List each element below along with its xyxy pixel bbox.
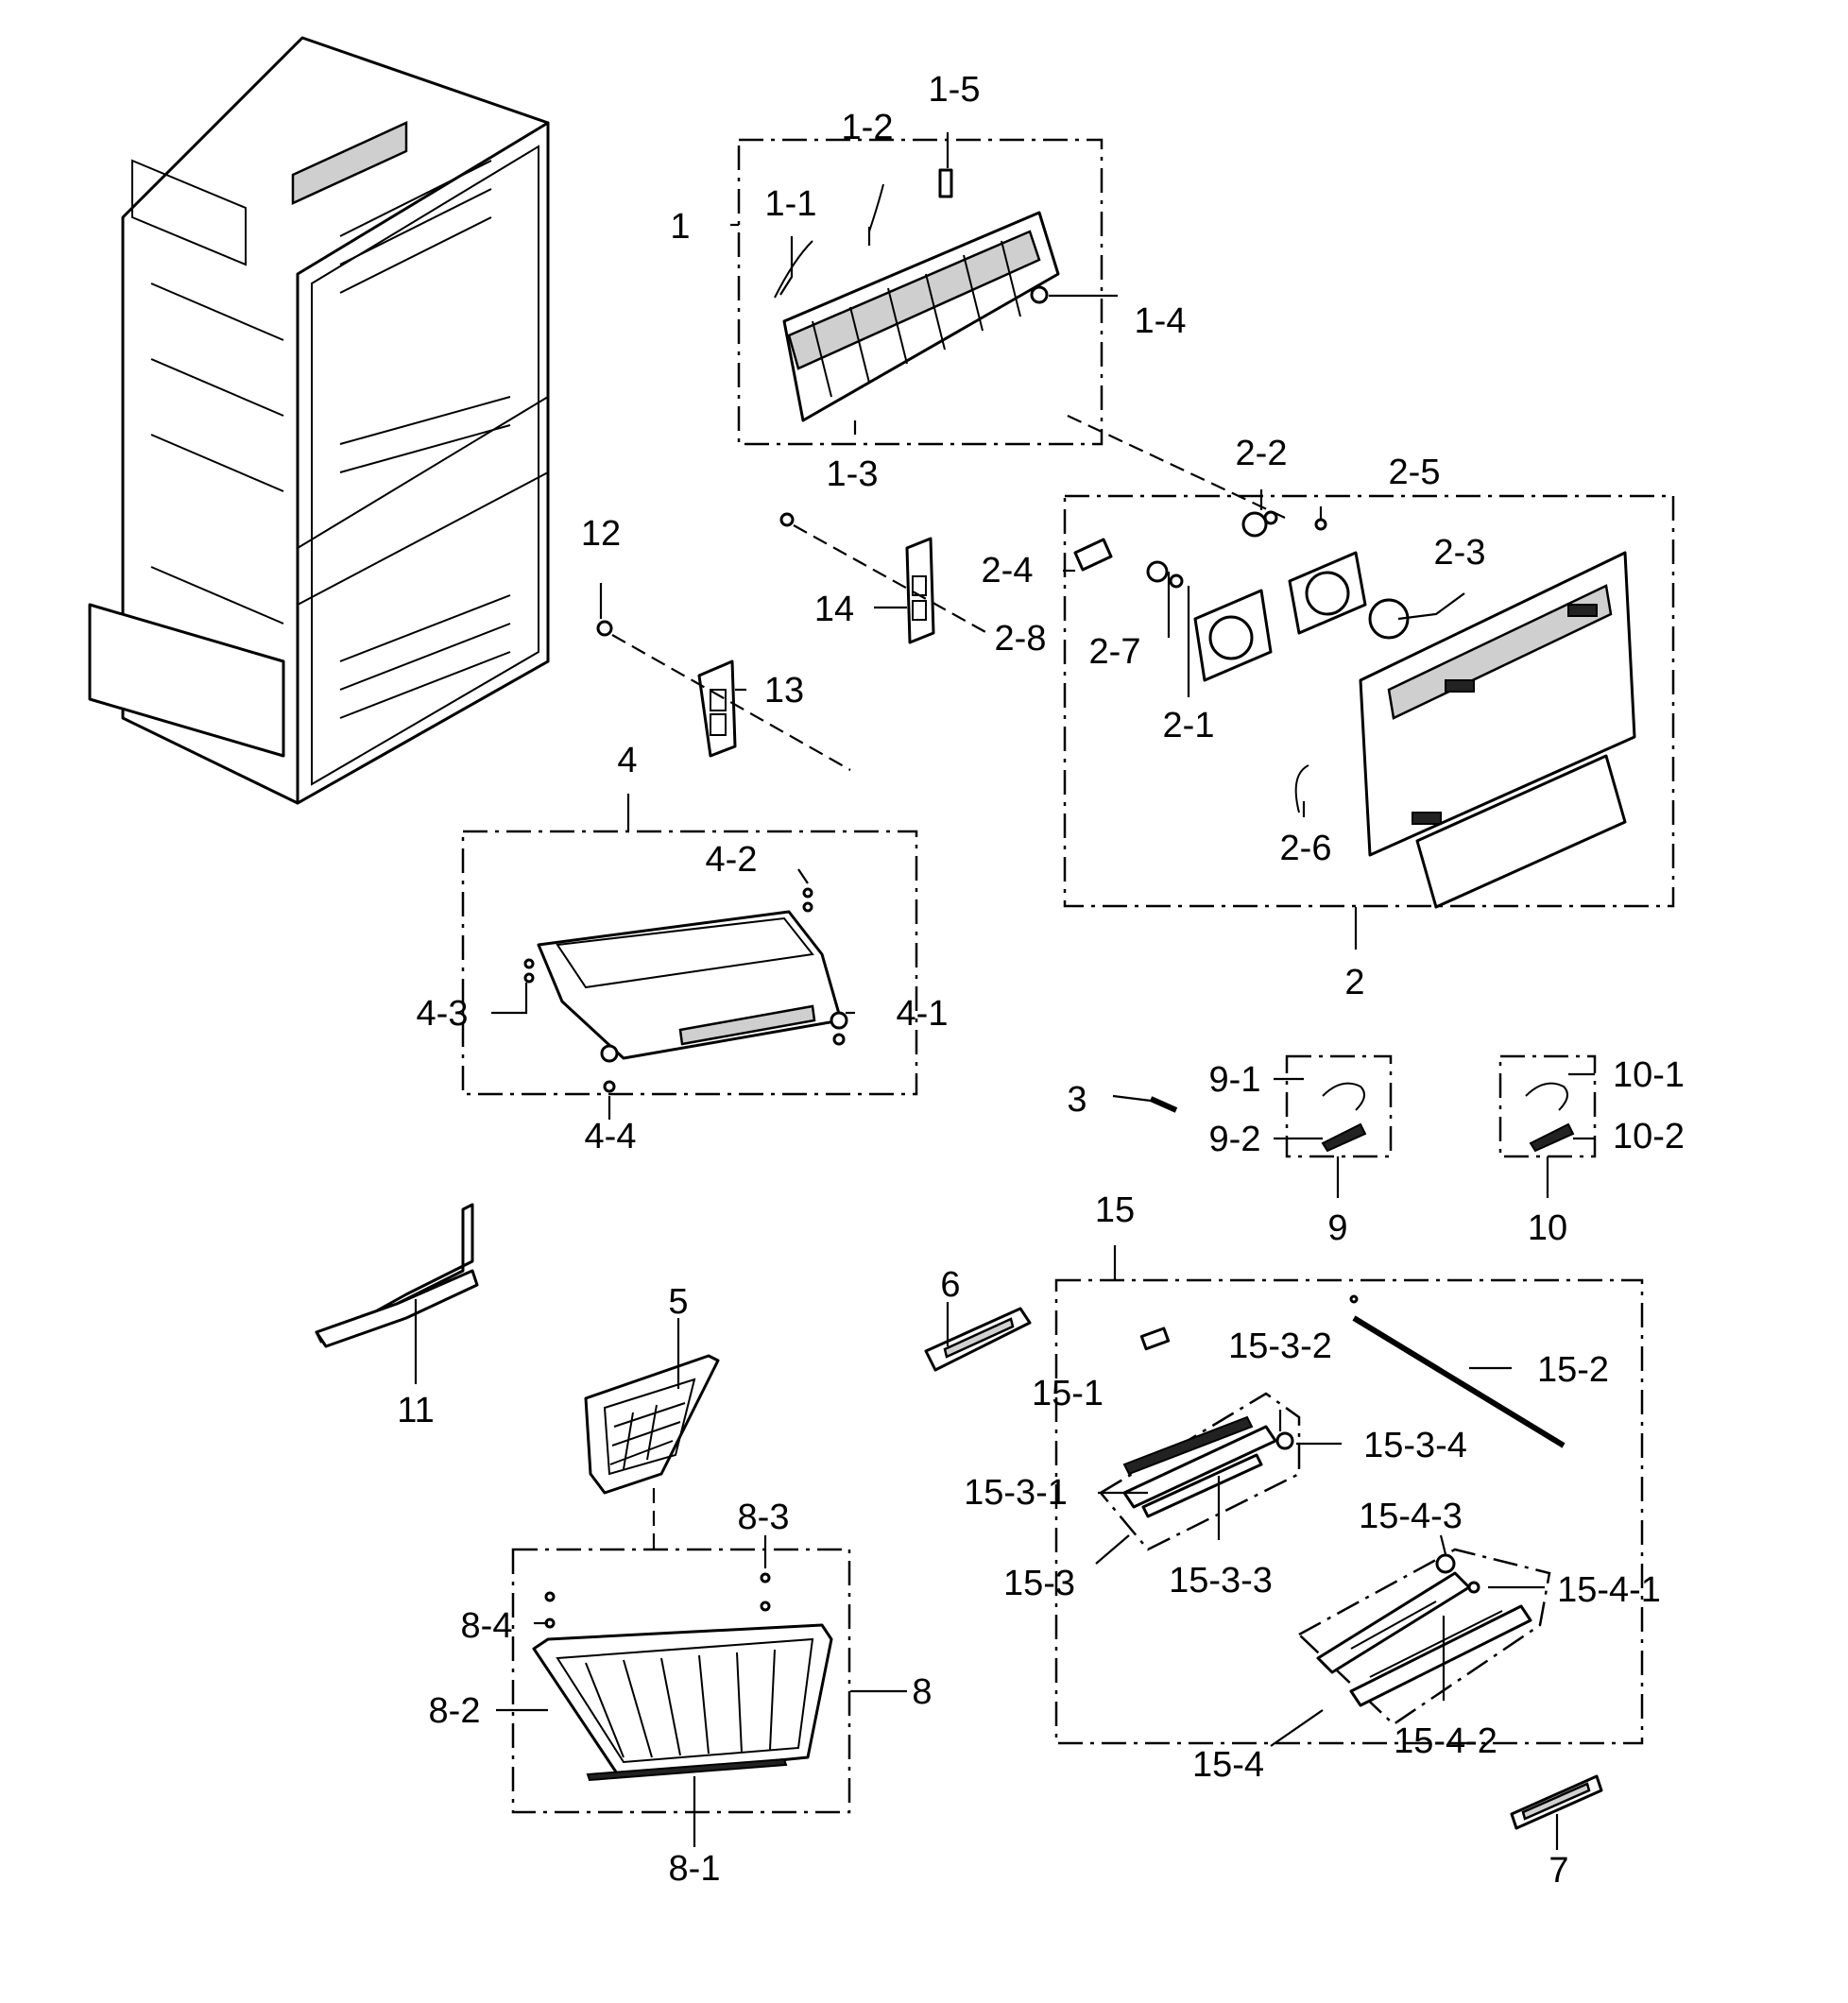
refrigerator-cabinet-icon xyxy=(88,36,550,805)
callout-4-2: 4-2 xyxy=(706,840,758,880)
callout-15-2: 15-2 xyxy=(1537,1350,1609,1390)
callout-10-1: 10-1 xyxy=(1613,1055,1685,1095)
callout-4: 4 xyxy=(617,741,637,780)
callout-15-3-2: 15-3-2 xyxy=(1228,1327,1332,1366)
callout-2: 2 xyxy=(1344,963,1364,1002)
assembly-2-box xyxy=(1063,494,1675,908)
callout-11: 11 xyxy=(397,1391,434,1430)
callout-10: 10 xyxy=(1528,1208,1567,1248)
callout-3: 3 xyxy=(1067,1080,1087,1120)
callout-15: 15 xyxy=(1095,1190,1135,1230)
callout-2-8: 2-8 xyxy=(995,619,1047,659)
callout-2-4: 2-4 xyxy=(982,551,1034,591)
callout-1-5: 1-5 xyxy=(929,70,981,110)
callout-1-2: 1-2 xyxy=(842,108,894,147)
callout-4-1: 4-1 xyxy=(897,994,949,1034)
callout-8-3: 8-3 xyxy=(738,1498,790,1537)
callout-2-2: 2-2 xyxy=(1236,434,1288,473)
callout-2-1: 2-1 xyxy=(1163,706,1215,745)
callout-1: 1 xyxy=(670,207,690,247)
callout-4-3: 4-3 xyxy=(417,994,469,1034)
callout-4-4: 4-4 xyxy=(585,1117,637,1156)
callout-15-3-3: 15-3-3 xyxy=(1169,1561,1273,1601)
callout-15-4: 15-4 xyxy=(1192,1745,1264,1785)
callout-15-3-4: 15-3-4 xyxy=(1363,1426,1467,1465)
callout-8-4: 8-4 xyxy=(461,1606,513,1646)
callout-8-1: 8-1 xyxy=(669,1849,721,1889)
callout-15-3-1: 15-3-1 xyxy=(964,1473,1068,1513)
callout-9-2: 9-2 xyxy=(1209,1120,1261,1159)
callout-15-3: 15-3 xyxy=(1003,1564,1075,1603)
callout-6: 6 xyxy=(940,1265,960,1305)
fan-cover-assembly-icon xyxy=(1073,510,1636,909)
callout-2-7: 2-7 xyxy=(1089,632,1141,672)
callout-9-1: 9-1 xyxy=(1209,1060,1261,1100)
callout-14: 14 xyxy=(814,590,854,629)
callout-13: 13 xyxy=(764,671,804,710)
bracket-icon xyxy=(596,620,737,758)
callout-15-4-2: 15-4-2 xyxy=(1394,1721,1497,1761)
callout-2-5: 2-5 xyxy=(1389,453,1441,492)
sensor-probe-icon xyxy=(1112,1094,1178,1113)
callout-1-4: 1-4 xyxy=(1135,301,1187,341)
bracket-icon xyxy=(779,512,935,644)
wire-harness-icon xyxy=(1525,1082,1575,1153)
basket-drawer-icon xyxy=(532,1572,833,1782)
callout-1-3: 1-3 xyxy=(827,454,879,494)
duct-bracket-icon xyxy=(315,1203,479,1348)
tray-drawer-icon xyxy=(523,887,848,1093)
callout-2-3: 2-3 xyxy=(1434,533,1486,573)
assembly-1-box xyxy=(737,138,1104,446)
callout-10-2: 10-2 xyxy=(1613,1117,1685,1156)
callout-2-6: 2-6 xyxy=(1280,829,1332,868)
evaporator-assembly-icon xyxy=(774,168,1060,422)
assembly-15-box xyxy=(1054,1278,1644,1745)
callout-1-1: 1-1 xyxy=(765,184,817,224)
callout-15-1: 15-1 xyxy=(1032,1374,1104,1413)
wire-harness-icon xyxy=(1321,1082,1367,1153)
callout-9: 9 xyxy=(1327,1208,1347,1248)
assembly-9-box xyxy=(1285,1054,1393,1158)
callout-5: 5 xyxy=(668,1282,688,1322)
rail-bracket-icon xyxy=(924,1307,1032,1372)
callout-15-4-3: 15-4-3 xyxy=(1359,1497,1463,1536)
connector-block-icon xyxy=(1510,1774,1603,1830)
slide-rail-assembly-icon xyxy=(1099,1294,1566,1726)
callout-7: 7 xyxy=(1549,1851,1568,1891)
assembly-4-box xyxy=(461,830,918,1096)
callout-8: 8 xyxy=(912,1672,932,1712)
callout-15-4-1: 15-4-1 xyxy=(1557,1570,1661,1610)
assembly-8-box xyxy=(511,1548,851,1814)
callout-12: 12 xyxy=(581,514,621,554)
filter-cover-icon xyxy=(584,1354,720,1495)
callout-8-2: 8-2 xyxy=(429,1691,481,1731)
